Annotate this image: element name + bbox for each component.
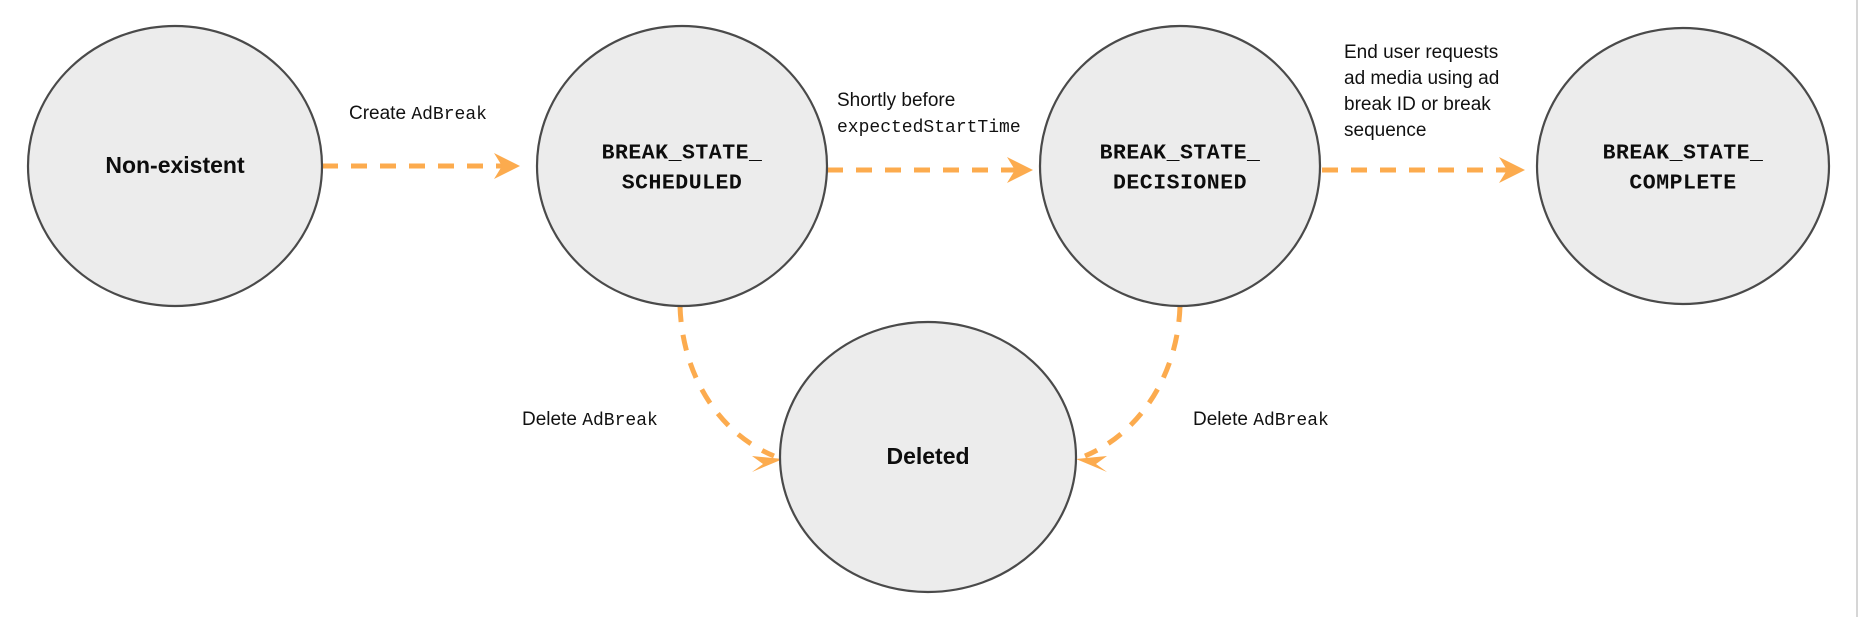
state-node-deleted-shape[interactable] xyxy=(778,320,1078,594)
edge-label-delete-adbreak-decisioned-seg1: AdBreak xyxy=(1253,411,1329,431)
state-node-non-existent[interactable]: Non-existent xyxy=(26,24,324,308)
edge-delete-adbreak-decisioned-arrowhead xyxy=(1076,456,1107,472)
state-node-non-existent-shape[interactable] xyxy=(26,24,324,308)
edge-label-shortly-before-line2: expectedStartTime xyxy=(837,118,1021,138)
state-node-break-state-complete[interactable]: BREAK_STATE_ COMPLETE xyxy=(1535,26,1831,306)
state-node-break-state-decisioned-label-line2: DECISIONED xyxy=(1113,172,1247,196)
state-node-non-existent-label: Non-existent xyxy=(105,152,245,178)
edge-label-delete-adbreak-scheduled: Delete AdBreak xyxy=(522,409,658,431)
state-node-break-state-complete-shape[interactable] xyxy=(1535,26,1831,306)
edge-label-end-user-requests: End user requests ad media using ad break … xyxy=(1344,42,1499,141)
edge-label-delete-adbreak-scheduled-seg1: AdBreak xyxy=(582,411,658,431)
state-node-break-state-decisioned[interactable]: BREAK_STATE_ DECISIONED xyxy=(1038,24,1322,308)
edge-label-end-user-requests-line1: End user requests xyxy=(1344,42,1498,63)
state-node-deleted-label: Deleted xyxy=(886,443,969,469)
state-node-break-state-scheduled-label-line1: BREAK_STATE_ xyxy=(602,142,763,166)
state-node-break-state-scheduled[interactable]: BREAK_STATE_ SCHEDULED xyxy=(535,24,829,308)
edge-label-shortly-before: Shortly before expectedStartTime xyxy=(837,90,1021,138)
state-node-break-state-complete-label-line2: COMPLETE xyxy=(1629,172,1736,196)
edge-end-user-requests xyxy=(1322,157,1525,183)
edge-end-user-requests-arrowhead xyxy=(1499,157,1525,183)
edge-delete-adbreak-decisioned xyxy=(1076,305,1183,472)
edge-shortly-before-arrowhead xyxy=(1007,157,1033,183)
edge-delete-adbreak-scheduled-arrowhead xyxy=(752,456,783,472)
edge-label-create-adbreak-seg0: Create xyxy=(349,103,411,124)
edge-label-end-user-requests-line2: ad media using ad xyxy=(1344,68,1499,89)
edge-label-create-adbreak: Create AdBreak xyxy=(349,103,487,125)
edge-label-delete-adbreak-scheduled-seg0: Delete xyxy=(522,409,582,430)
edge-label-shortly-before-line1: Shortly before xyxy=(837,90,955,111)
state-node-break-state-decisioned-shape[interactable] xyxy=(1038,24,1322,308)
edge-delete-adbreak-scheduled-line xyxy=(677,305,775,459)
edge-label-create-adbreak-seg1: AdBreak xyxy=(411,105,487,125)
edge-delete-adbreak-decisioned-line xyxy=(1084,305,1183,459)
state-node-break-state-scheduled-shape[interactable] xyxy=(535,24,829,308)
edge-label-end-user-requests-line4: sequence xyxy=(1344,120,1426,141)
edge-label-delete-adbreak-decisioned: Delete AdBreak xyxy=(1193,409,1329,431)
state-node-break-state-complete-label-line1: BREAK_STATE_ xyxy=(1603,142,1764,166)
edge-shortly-before xyxy=(827,157,1033,183)
state-node-break-state-decisioned-label-line1: BREAK_STATE_ xyxy=(1100,142,1261,166)
edge-label-delete-adbreak-decisioned-seg0: Delete xyxy=(1193,409,1253,430)
state-node-break-state-scheduled-label-line2: SCHEDULED xyxy=(622,172,743,196)
state-node-deleted[interactable]: Deleted xyxy=(778,320,1078,594)
edge-create-adbreak xyxy=(322,153,520,179)
edge-create-adbreak-arrowhead xyxy=(494,153,520,179)
edge-delete-adbreak-scheduled xyxy=(677,305,783,472)
edge-label-end-user-requests-line3: break ID or break xyxy=(1344,94,1491,115)
